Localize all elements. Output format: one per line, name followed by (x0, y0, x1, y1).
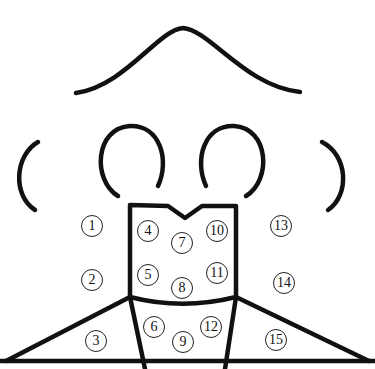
callout-circle: 1 (81, 215, 103, 237)
callout-circle: 4 (137, 220, 159, 242)
callout-circle: 5 (137, 264, 159, 286)
callout-circle: 6 (143, 316, 165, 338)
right-ear (201, 126, 263, 196)
callout-number: 3 (93, 334, 100, 348)
callout-number: 13 (274, 219, 288, 233)
callout-number: 11 (210, 266, 223, 280)
shoulder-right (236, 297, 369, 361)
neck-left (130, 297, 145, 369)
neck-right (225, 297, 236, 369)
callout-circle: 2 (81, 269, 103, 291)
callout-number: 1 (89, 219, 96, 233)
base-line (0, 359, 375, 364)
callout-number: 2 (89, 273, 96, 287)
callout-number: 7 (179, 236, 186, 250)
left-ear (101, 126, 163, 196)
callout-number: 14 (277, 276, 291, 290)
callout-circle: 12 (200, 316, 222, 338)
nose-outline (76, 28, 300, 93)
left-bracket (19, 142, 38, 210)
callout-number: 5 (145, 268, 152, 282)
callout-number: 8 (179, 281, 186, 295)
callout-number: 10 (210, 224, 224, 238)
callout-circle: 9 (172, 331, 194, 353)
callout-circle: 14 (273, 272, 295, 294)
callout-circle: 13 (270, 215, 292, 237)
callout-circle: 7 (171, 232, 193, 254)
callout-circle: 3 (85, 330, 107, 352)
callout-number: 6 (151, 320, 158, 334)
callout-circle: 8 (171, 277, 193, 299)
chin-outline (130, 205, 236, 304)
callout-number: 15 (269, 333, 283, 347)
shoulder-left (6, 297, 130, 361)
callout-circle: 11 (206, 262, 228, 284)
callout-number: 9 (180, 335, 187, 349)
callout-number: 4 (145, 224, 152, 238)
callout-circle: 10 (206, 220, 228, 242)
right-bracket (322, 142, 343, 210)
callout-number: 12 (204, 320, 218, 334)
callout-circle: 15 (265, 329, 287, 351)
